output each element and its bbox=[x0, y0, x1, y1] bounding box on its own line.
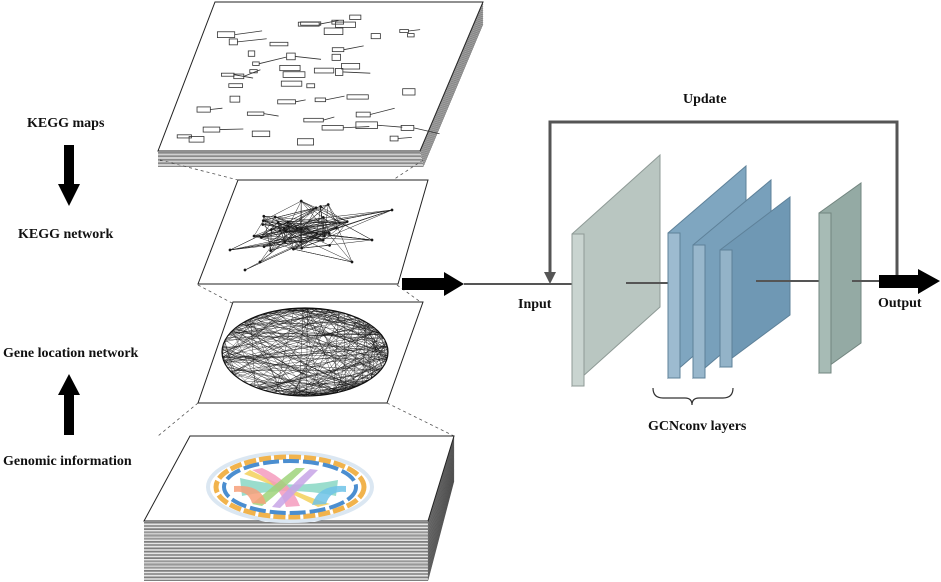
kegg-network-label: KEGG network bbox=[18, 227, 114, 242]
update-loop bbox=[548, 120, 899, 278]
input-label: Input bbox=[518, 297, 552, 312]
gcnconv-layers bbox=[667, 164, 791, 380]
update-arrowhead bbox=[544, 272, 556, 284]
output-label: Output bbox=[878, 296, 922, 311]
gene-location-network-plane bbox=[197, 301, 424, 404]
stack-connector-lines bbox=[157, 159, 455, 437]
genomic-information-label: Genomic information bbox=[3, 454, 132, 469]
kegg-maps-stack bbox=[157, 1, 484, 167]
update-label: Update bbox=[683, 92, 727, 107]
arrow-down-icon bbox=[58, 145, 80, 206]
gcnconv-brace bbox=[652, 387, 734, 406]
output-arrow-icon bbox=[879, 269, 940, 294]
gcn-layer-3 bbox=[719, 195, 791, 368]
arrow-right-icon bbox=[402, 272, 464, 296]
circos-plot bbox=[206, 451, 374, 523]
gene-location-network-label: Gene location network bbox=[3, 346, 139, 361]
gcnconv-layers-label: GCNconv layers bbox=[648, 419, 747, 434]
kegg-maps-label: KEGG maps bbox=[27, 116, 105, 131]
arrow-up-icon bbox=[58, 374, 80, 435]
input-layer bbox=[571, 153, 661, 388]
genomic-information-stack bbox=[143, 435, 455, 581]
output-layer bbox=[818, 182, 862, 374]
kegg-network-plane bbox=[197, 179, 429, 285]
